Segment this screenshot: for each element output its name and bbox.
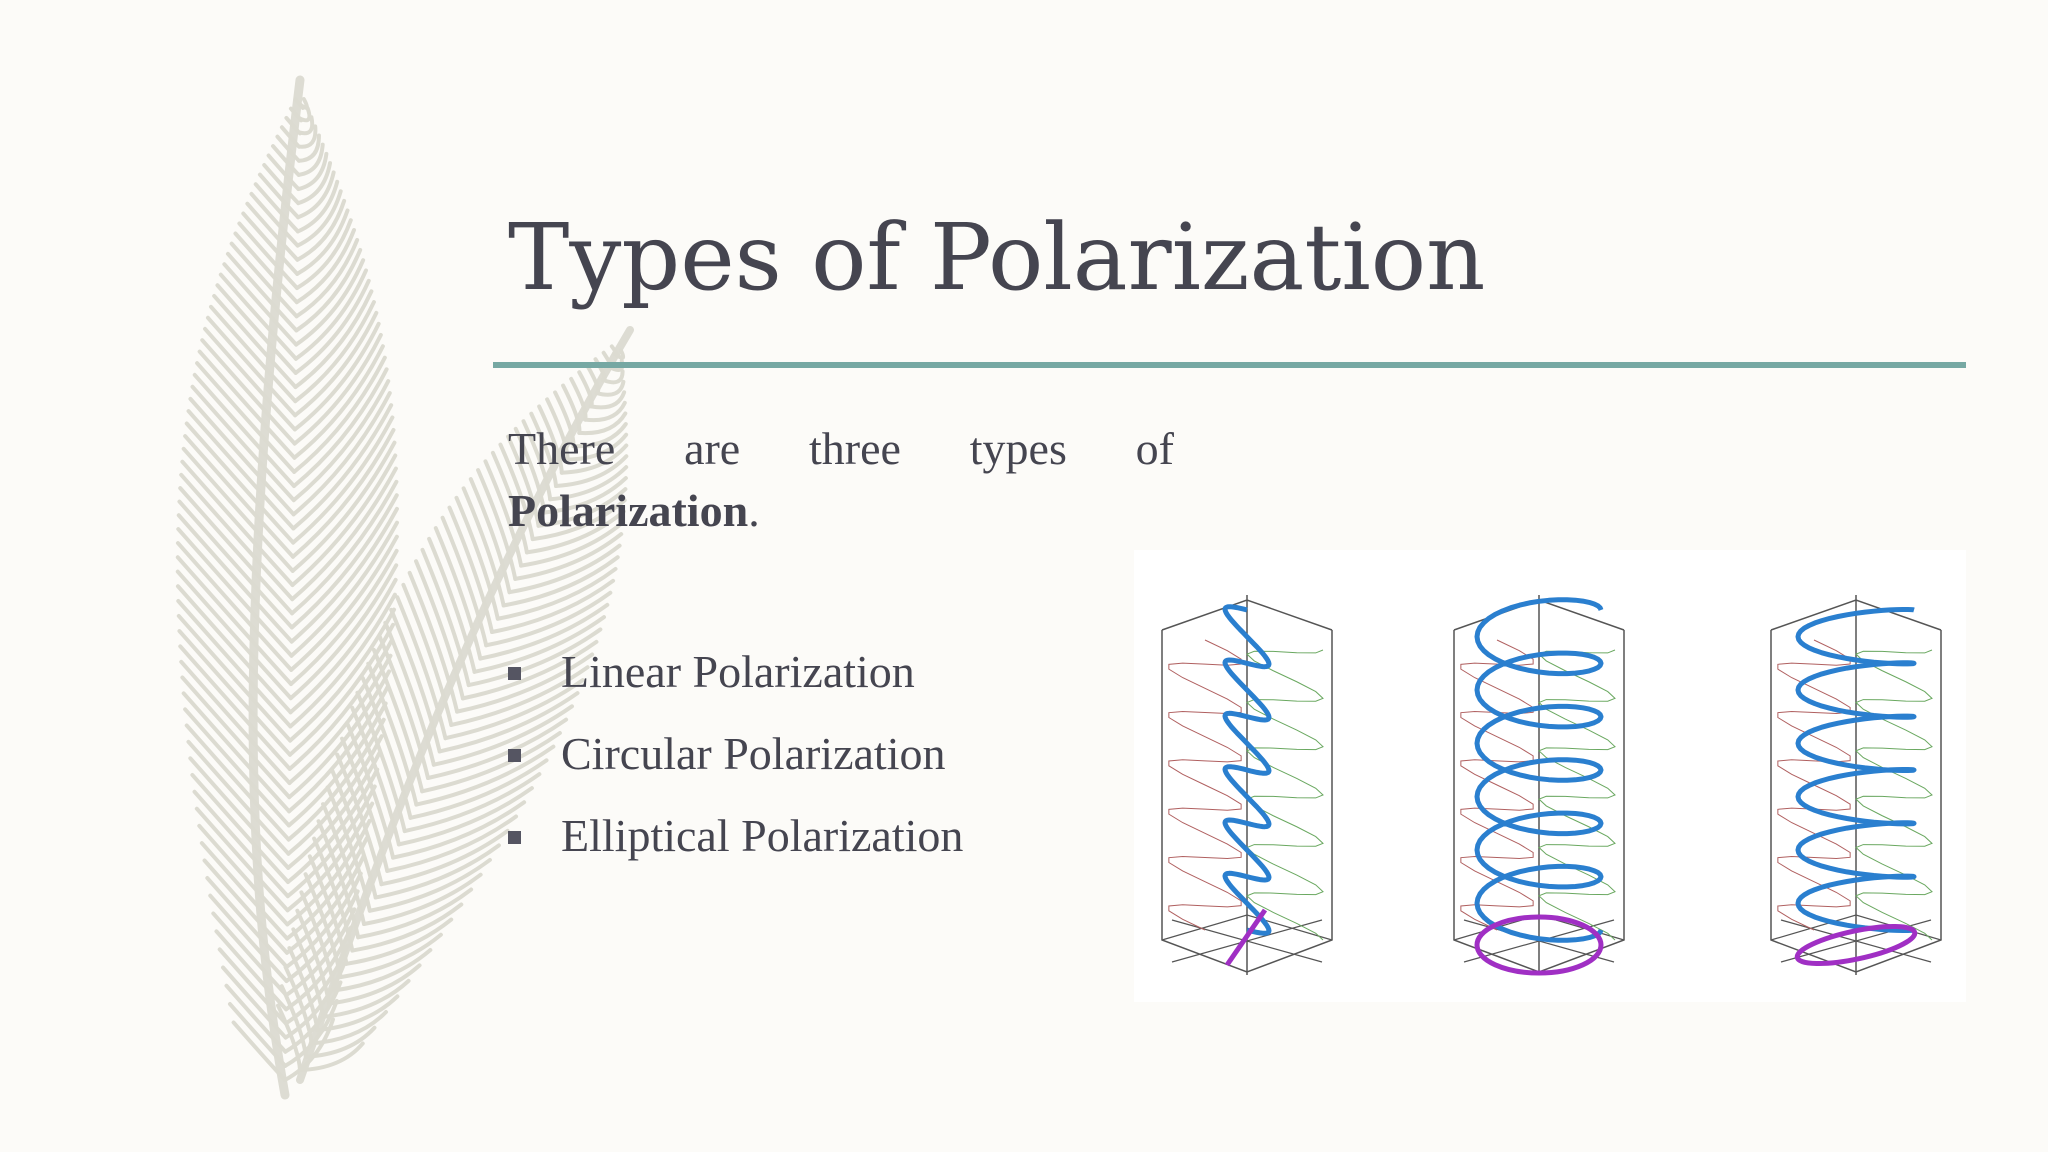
list-item-label: Linear Polarization [561, 646, 915, 697]
square-bullet-icon [508, 749, 521, 762]
projection-wave [1538, 649, 1616, 941]
projection-wave [1168, 639, 1242, 931]
list-item-label: Elliptical Polarization [561, 810, 964, 861]
title-underline [493, 362, 1966, 368]
circular-trace [1474, 914, 1604, 976]
square-bullet-icon [508, 667, 521, 680]
intro-word: types [969, 423, 1067, 474]
intro-word: three [809, 423, 901, 474]
list-item: Elliptical Polarization [508, 809, 963, 891]
polarization-list: Linear Polarization Circular Polarizatio… [508, 645, 963, 891]
intro-word: are [684, 423, 741, 474]
list-item: Linear Polarization [508, 645, 963, 727]
axis-line [1161, 914, 1333, 963]
wave-path [1222, 604, 1272, 936]
elliptical-trace [1794, 923, 1918, 967]
intro-bold-term: Polarization [508, 485, 749, 536]
polarization-diagram [1134, 550, 1966, 1002]
intro-line: There are three types of [508, 418, 1174, 480]
intro-word: There [508, 423, 616, 474]
intro-period: . [748, 485, 760, 536]
list-item-label: Circular Polarization [561, 728, 946, 779]
feather-decoration [175, 75, 634, 1100]
wave-path [1474, 597, 1604, 943]
list-item: Circular Polarization [508, 727, 963, 809]
frame-line [1161, 595, 1333, 975]
square-bullet-icon [508, 831, 521, 844]
frame-line [1770, 595, 1942, 975]
projection-wave [1246, 649, 1324, 941]
projection-wave [1460, 639, 1534, 931]
linear-trace [1224, 908, 1268, 967]
wave-path [1795, 607, 1917, 933]
projection-wave [1855, 649, 1933, 941]
intro-word: of [1135, 423, 1174, 474]
intro-text: There are three types of Polarization. [508, 418, 1174, 542]
slide-title: Types of Polarization [508, 204, 1486, 311]
